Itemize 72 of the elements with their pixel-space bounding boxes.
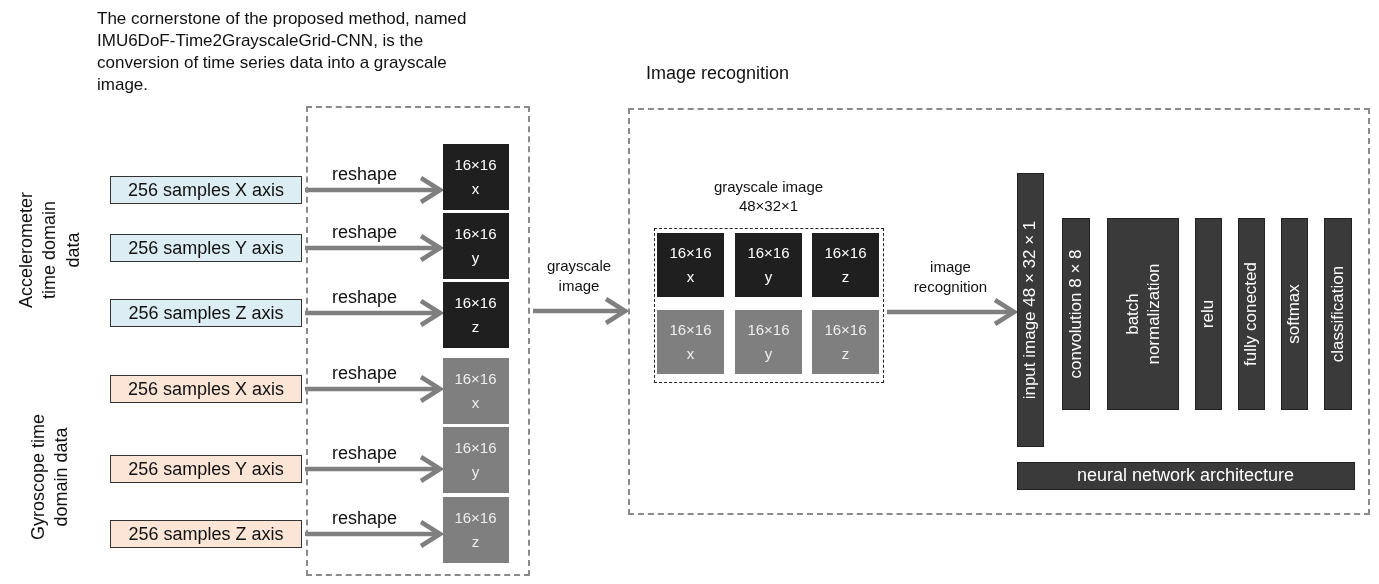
tile-label: 16×16 y — [453, 437, 498, 482]
layer-label: softmax — [1283, 282, 1305, 346]
layer-block — [1280, 217, 1308, 410]
dashed-frame — [306, 106, 530, 576]
tile-label: 16×16 z — [453, 292, 498, 337]
description-text: The cornerstone of the proposed method, named IMU6DoF-Time2GrayscaleGrid-CNN, is the conversion of time series data into a grayscale image. — [97, 8, 468, 97]
arrow — [887, 297, 1017, 327]
tile-label: 16×16 x — [668, 243, 713, 287]
sample-label: 256 samples X axis — [127, 179, 285, 201]
layer-label: fully conected — [1240, 260, 1262, 368]
sample-label: 256 samples Z axis — [128, 523, 284, 545]
layer-label: relu — [1197, 298, 1219, 330]
tile-label: 16×16 x — [453, 368, 498, 413]
matrix-tile — [442, 281, 509, 348]
edge-label: reshape — [331, 506, 398, 530]
sample-label: 256 samples Y axis — [128, 237, 284, 259]
tile-label: 16×16 y — [453, 223, 498, 268]
matrix-tile — [442, 212, 509, 279]
matrix-tile — [442, 426, 509, 493]
frame-heading: grayscale image 48×32×1 — [712, 176, 825, 216]
sample-box — [110, 375, 302, 403]
tile-label: 16×16 x — [453, 154, 498, 199]
arrow — [305, 374, 443, 404]
matrix-tile — [442, 143, 509, 210]
matrix-tile — [735, 310, 802, 374]
layer-block — [1106, 217, 1179, 410]
tile-label: 16×16 z — [453, 507, 498, 552]
matrix-tile — [442, 357, 509, 424]
matrix-tile — [735, 233, 802, 297]
tile-label: 16×16 z — [823, 243, 868, 287]
sample-label: 256 samples Y axis — [128, 458, 284, 480]
layer-label: input image 48 × 32 × 1 — [1019, 219, 1041, 401]
tile-label: 16×16 y — [746, 320, 791, 364]
arrow — [305, 519, 443, 549]
sample-box — [110, 176, 302, 204]
matrix-tile — [657, 310, 724, 374]
layer-block — [1237, 217, 1265, 410]
group-label: Accelerometer time domain data — [14, 191, 84, 311]
architecture-bar — [1016, 461, 1355, 490]
layer-label: convolution 8 × 8 — [1064, 248, 1086, 380]
matrix-tile — [657, 233, 724, 297]
matrix-tile — [812, 233, 879, 297]
tile-label: 16×16 z — [823, 320, 868, 364]
sample-box — [110, 520, 302, 548]
sample-label: 256 samples X axis — [127, 378, 285, 400]
edge-label: reshape — [331, 285, 398, 309]
sample-box — [110, 234, 302, 262]
layer-block — [1016, 172, 1044, 447]
bar-label: neural network architecture — [1076, 465, 1295, 486]
matrix-tile — [812, 310, 879, 374]
layer-block — [1323, 217, 1352, 410]
layer-label: batch normalization — [1121, 261, 1164, 367]
edge-label: reshape — [331, 220, 398, 244]
tile-label: 16×16 y — [746, 243, 791, 287]
arrow — [533, 296, 628, 326]
edge-label: reshape — [331, 361, 398, 385]
matrix-tile — [442, 496, 509, 563]
layer-block — [1061, 217, 1090, 410]
sample-box — [110, 299, 302, 327]
sample-label: 256 samples Z axis — [128, 302, 284, 324]
group-label: Gyroscope time domain data — [26, 413, 72, 542]
edge-label: reshape — [331, 441, 398, 465]
arrow — [305, 175, 443, 205]
frame-heading: Image recognition — [646, 62, 790, 85]
layer-block — [1194, 217, 1222, 410]
edge-label: reshape — [331, 162, 398, 186]
sample-box — [110, 455, 302, 483]
layer-label: classification — [1326, 264, 1348, 364]
tile-label: 16×16 x — [668, 320, 713, 364]
arrow — [305, 454, 443, 484]
arrow — [305, 298, 443, 328]
arrow — [305, 233, 443, 263]
